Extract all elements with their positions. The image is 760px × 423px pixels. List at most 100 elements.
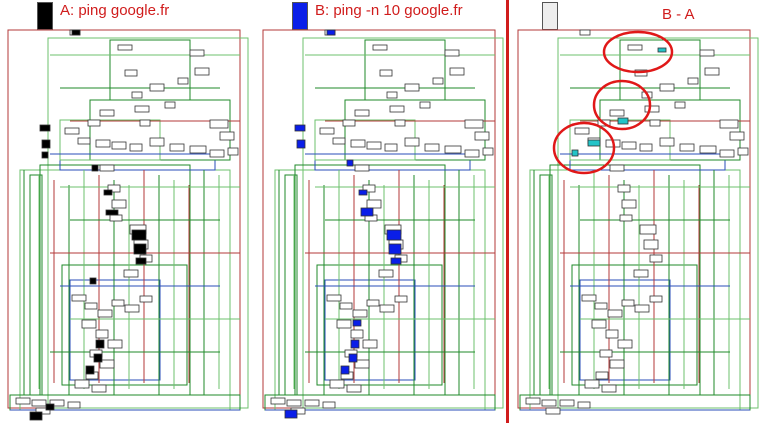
- graph-node: [621, 299, 635, 307]
- graph-node: [379, 69, 393, 77]
- graph-node: [332, 137, 346, 145]
- graph-node: [379, 304, 395, 313]
- highlighted-node: [29, 411, 43, 421]
- edge-frame: [324, 279, 416, 381]
- graph-node: [737, 147, 749, 156]
- graph-node: [109, 214, 123, 222]
- graph-node: [352, 309, 368, 318]
- edge-frame: [557, 37, 759, 409]
- graph-node: [107, 184, 121, 193]
- graph-node: [579, 29, 591, 36]
- graph-node: [177, 77, 189, 85]
- highlighted-node: [358, 189, 368, 196]
- annotation-circle: [592, 79, 652, 131]
- panel-a: A: ping google.fr: [0, 0, 250, 423]
- graph-node: [424, 143, 440, 152]
- graph-node: [605, 329, 619, 339]
- graph-node: [644, 105, 660, 113]
- graph-node: [601, 384, 617, 393]
- outer-frame: [262, 29, 496, 409]
- graph-node: [687, 77, 699, 85]
- graph-node: [91, 384, 107, 393]
- highlighted-node: [45, 403, 55, 411]
- graph-node: [49, 399, 65, 407]
- graph-node: [362, 184, 376, 193]
- graph-node: [74, 379, 90, 389]
- graph-node: [679, 143, 695, 152]
- graph-node: [704, 67, 720, 76]
- graph-node: [619, 214, 633, 222]
- graph-node: [219, 131, 235, 141]
- highlighted-node: [348, 353, 358, 363]
- graph-node: [699, 49, 715, 57]
- graph-node: [350, 329, 364, 339]
- graph-node: [169, 143, 185, 152]
- graph-node: [394, 119, 406, 127]
- highlighted-node: [85, 365, 95, 375]
- graph-node: [474, 131, 490, 141]
- graph-node: [609, 109, 625, 117]
- panel-b: B: ping -n 10 google.fr: [255, 0, 505, 423]
- graph-node: [107, 339, 123, 349]
- highlighted-node: [93, 353, 103, 363]
- graph-node: [77, 137, 91, 145]
- graph-node: [617, 339, 633, 349]
- graph-node: [64, 127, 80, 135]
- graph-node: [419, 101, 431, 109]
- graph-node: [124, 304, 140, 313]
- graph-node: [339, 302, 353, 310]
- edge-frame: [69, 279, 161, 381]
- highlighted-node: [284, 409, 298, 419]
- graph-node: [342, 119, 356, 127]
- graph-node: [304, 399, 320, 407]
- graph-node: [326, 294, 342, 302]
- graph-node: [719, 119, 739, 129]
- graph-node: [111, 199, 127, 209]
- graph-node: [189, 49, 205, 57]
- graph-node: [609, 164, 625, 172]
- graph-node: [346, 384, 362, 393]
- graph-node: [617, 184, 631, 193]
- graph-node: [31, 399, 47, 407]
- highlighted-node: [39, 124, 51, 132]
- graph-node: [482, 147, 494, 156]
- graph-node: [149, 137, 165, 147]
- graph-node: [209, 149, 225, 158]
- graph-node: [366, 141, 382, 150]
- panel-divider: [506, 0, 509, 423]
- graph-node: [366, 299, 380, 307]
- graph-node: [444, 145, 462, 154]
- highlighted-node: [388, 243, 402, 255]
- edge-frame: [571, 264, 698, 386]
- graph-node: [15, 397, 31, 405]
- graph-node: [574, 127, 590, 135]
- graph-node: [99, 359, 115, 369]
- highlighted-node: [91, 164, 99, 172]
- highlighted-node: [89, 277, 97, 285]
- graph-node: [149, 83, 165, 92]
- graph-node: [621, 141, 637, 150]
- edge-frame: [47, 37, 249, 409]
- graph-node: [84, 302, 98, 310]
- highlighted-node: [390, 257, 402, 265]
- graph-node: [449, 67, 465, 76]
- outer-frame: [517, 29, 751, 409]
- graph-node: [609, 359, 625, 369]
- graph-node: [99, 164, 115, 172]
- highlighted-node: [617, 117, 629, 125]
- graph-node: [699, 145, 717, 154]
- graph-node: [81, 319, 97, 329]
- graph-node: [659, 83, 675, 92]
- graph-node: [394, 295, 408, 303]
- graph-node: [545, 407, 561, 415]
- graph-node: [464, 149, 480, 158]
- graph-node: [139, 119, 151, 127]
- highlighted-node: [346, 159, 354, 167]
- highlighted-node: [103, 189, 113, 196]
- annotation-circle: [602, 30, 674, 74]
- graph-node: [111, 299, 125, 307]
- highlighted-node: [133, 243, 147, 255]
- graph-node: [71, 294, 87, 302]
- graph-node: [404, 83, 420, 92]
- graph-node: [95, 139, 111, 148]
